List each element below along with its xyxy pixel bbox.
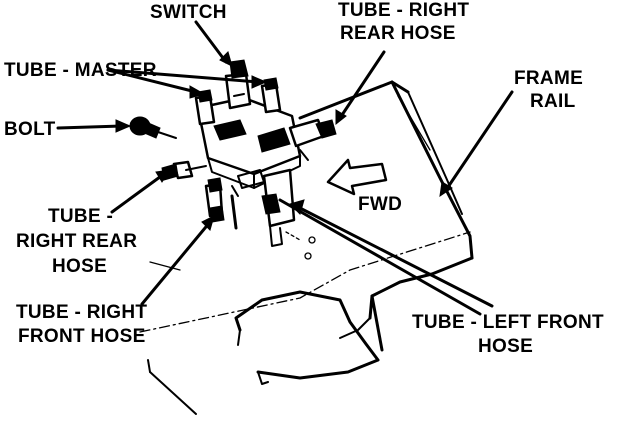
label-tube-left-front-hose-2: HOSE [478, 336, 533, 357]
label-frame-rail-1: FRAME [514, 68, 583, 89]
label-tube-right-rear-hose-left-2: RIGHT REAR [16, 231, 137, 252]
frame-rail [139, 80, 474, 415]
labels: SWITCH TUBE - MASTER BOLT TUBE - RIGHT R… [4, 0, 604, 357]
label-tube-master: TUBE - MASTER [4, 60, 157, 81]
label-frame-rail-2: RAIL [530, 91, 576, 112]
label-tube-right-rear-hose-top-2: REAR HOSE [340, 23, 456, 44]
label-tube-right-rear-hose-left-1: TUBE - [48, 206, 113, 227]
label-tube-right-rear-hose-left-3: HOSE [52, 256, 107, 277]
label-tube-right-front-hose-1: TUBE - RIGHT [16, 302, 147, 323]
label-fwd: FWD [358, 194, 402, 215]
bolt-icon [129, 116, 177, 139]
label-tube-right-rear-hose-top-1: TUBE - RIGHT [338, 0, 469, 21]
label-switch: SWITCH [150, 2, 227, 23]
label-tube-right-front-hose-2: FRONT HOSE [18, 326, 146, 347]
label-tube-left-front-hose-1: TUBE - LEFT FRONT [412, 312, 604, 333]
fwd-arrow-icon [326, 158, 388, 196]
leader-lines [56, 20, 514, 316]
label-bolt: BOLT [4, 119, 56, 140]
valve-assembly [129, 59, 337, 260]
